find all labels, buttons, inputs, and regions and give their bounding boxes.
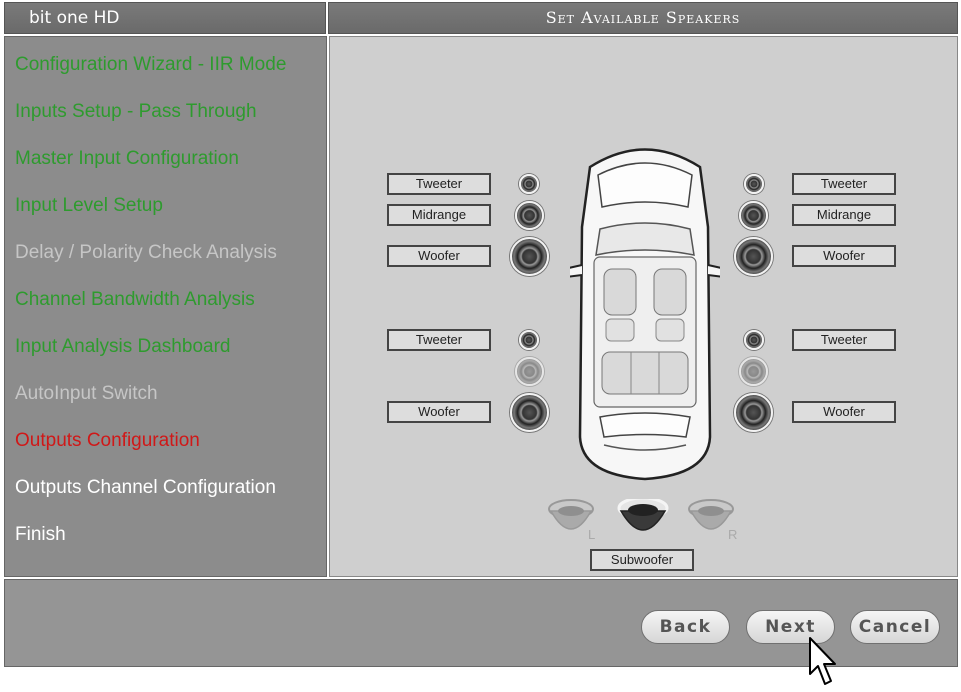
- front-left-midrange-speaker-icon[interactable]: [515, 201, 544, 230]
- step-outputs-configuration[interactable]: Outputs Configuration: [15, 430, 200, 451]
- step-delay-polarity-check: Delay / Polarity Check Analysis: [15, 242, 277, 263]
- subwoofer-speakers: L R: [548, 499, 737, 542]
- step-input-analysis-dashboard[interactable]: Input Analysis Dashboard: [15, 336, 231, 357]
- subwoofer-right-icon[interactable]: R: [688, 499, 737, 542]
- front-left-midrange-label[interactable]: Midrange: [387, 204, 491, 226]
- front-right-tweeter-speaker-icon[interactable]: [744, 174, 764, 194]
- subwoofer-left-icon[interactable]: L: [548, 499, 595, 542]
- front-right-woofer-speaker-icon[interactable]: [734, 237, 773, 276]
- step-configuration-wizard[interactable]: Configuration Wizard - IIR Mode: [15, 54, 287, 75]
- subwoofer-center-icon[interactable]: [617, 499, 669, 531]
- step-finish[interactable]: Finish: [15, 524, 66, 545]
- front-right-woofer-label[interactable]: Woofer: [792, 245, 896, 267]
- rear-right-woofer-label[interactable]: Woofer: [792, 401, 896, 423]
- front-left-woofer-label[interactable]: Woofer: [387, 245, 491, 267]
- back-button[interactable]: Back: [641, 610, 730, 644]
- front-right-tweeter-label[interactable]: Tweeter: [792, 173, 896, 195]
- front-right-midrange-speaker-icon[interactable]: [739, 201, 768, 230]
- page-title: Set Available Speakers: [328, 2, 958, 34]
- rear-left-tweeter-label[interactable]: Tweeter: [387, 329, 491, 351]
- subwoofer-left-mark: L: [588, 527, 595, 542]
- rear-left-woofer-speaker-icon[interactable]: [510, 393, 549, 432]
- rear-right-tweeter-label[interactable]: Tweeter: [792, 329, 896, 351]
- next-button[interactable]: Next: [746, 610, 835, 644]
- step-input-level-setup[interactable]: Input Level Setup: [15, 195, 163, 216]
- app-title: bit one HD: [4, 2, 326, 34]
- app-window: bit one HD Set Available Speakers Config…: [4, 2, 958, 667]
- rear-right-tweeter-speaker-icon[interactable]: [744, 330, 764, 350]
- step-channel-bandwidth-analysis[interactable]: Channel Bandwidth Analysis: [15, 289, 255, 310]
- wizard-steps-sidebar: Configuration Wizard - IIR Mode Inputs S…: [4, 36, 327, 577]
- car-topview-icon: [570, 148, 720, 481]
- cancel-button[interactable]: Cancel: [850, 610, 940, 644]
- rear-right-midrange-speaker-icon[interactable]: [739, 357, 768, 386]
- front-left-tweeter-speaker-icon[interactable]: [519, 174, 539, 194]
- front-right-midrange-label[interactable]: Midrange: [792, 204, 896, 226]
- step-inputs-setup[interactable]: Inputs Setup - Pass Through: [15, 101, 257, 122]
- step-autoinput-switch: AutoInput Switch: [15, 383, 158, 404]
- step-master-input-configuration[interactable]: Master Input Configuration: [15, 148, 239, 169]
- rear-left-tweeter-speaker-icon[interactable]: [519, 330, 539, 350]
- mouse-pointer-icon: [809, 637, 836, 685]
- rear-left-woofer-label[interactable]: Woofer: [387, 401, 491, 423]
- subwoofer-right-mark: R: [728, 527, 737, 542]
- rear-left-midrange-speaker-icon[interactable]: [515, 357, 544, 386]
- front-left-woofer-speaker-icon[interactable]: [510, 237, 549, 276]
- speaker-setup-panel: Tweeter Midrange Woofer Tweeter Midrange…: [329, 36, 958, 577]
- step-outputs-channel-configuration[interactable]: Outputs Channel Configuration: [15, 477, 276, 498]
- subwoofer-label[interactable]: Subwoofer: [590, 549, 694, 571]
- wizard-footer: Back Next Cancel: [4, 579, 958, 667]
- rear-right-woofer-speaker-icon[interactable]: [734, 393, 773, 432]
- front-left-tweeter-label[interactable]: Tweeter: [387, 173, 491, 195]
